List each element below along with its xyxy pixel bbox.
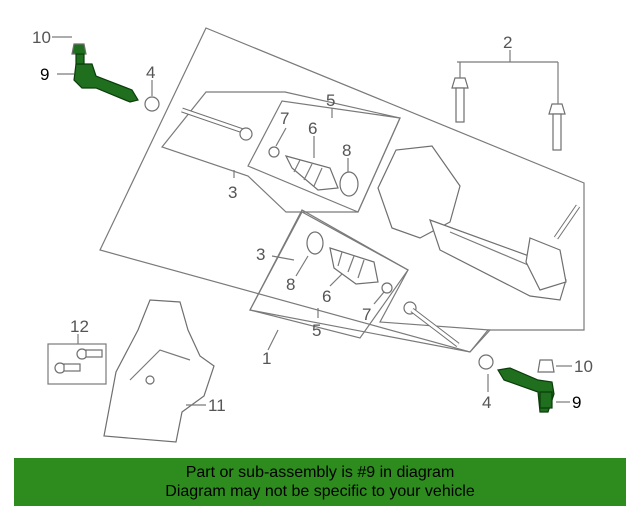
lower-boot-subbox xyxy=(249,211,409,339)
callout-1: 1 xyxy=(262,349,271,368)
callout-3-lower: 3 xyxy=(256,245,265,264)
leader-lines xyxy=(52,36,572,406)
callout-6-upper: 6 xyxy=(308,119,317,138)
heat-shield-bolts xyxy=(47,343,107,385)
lower-boot-box xyxy=(249,209,492,353)
callout-4-lower: 4 xyxy=(482,393,491,412)
info-banner: Part or sub-assembly is #9 in diagram Di… xyxy=(14,458,626,506)
callout-7-lower: 7 xyxy=(362,305,371,324)
callout-2: 2 xyxy=(503,33,512,52)
callout-6-lower: 6 xyxy=(322,287,331,306)
callout-5-upper: 5 xyxy=(326,91,335,110)
callout-10-right: 10 xyxy=(574,357,593,376)
parts-diagram: 1 2 3 3 4 4 5 5 6 6 7 7 8 8 9 9 10 10 11… xyxy=(32,27,593,443)
heat-shield xyxy=(103,299,215,443)
callout-10-left: 10 xyxy=(32,28,51,47)
callout-8-lower: 8 xyxy=(286,275,295,294)
callout-9-left: 9 xyxy=(40,65,49,84)
mounting-bolts xyxy=(451,77,566,151)
callout-3-upper: 3 xyxy=(228,183,237,202)
banner-line-2: Diagram may not be specific to your vehi… xyxy=(165,483,475,500)
banner-line-1: Part or sub-assembly is #9 in diagram xyxy=(185,464,455,481)
upper-inner-tie-rod xyxy=(181,107,253,141)
upper-boot xyxy=(268,146,359,197)
lower-inner-tie-rod xyxy=(403,301,460,347)
steering-gear-housing xyxy=(377,145,581,301)
callout-8-upper: 8 xyxy=(342,141,351,160)
left-outer-tie-rod-end xyxy=(71,43,160,112)
callout-5-lower: 5 xyxy=(312,321,321,340)
upper-boot-subbox xyxy=(247,100,401,213)
callout-12: 12 xyxy=(70,317,89,336)
lower-boot xyxy=(306,231,393,294)
callout-11: 11 xyxy=(208,396,226,415)
callout-7-upper: 7 xyxy=(280,109,289,128)
callout-9-right: 9 xyxy=(572,393,581,412)
callout-4-upper: 4 xyxy=(146,63,155,82)
right-outer-tie-rod-end xyxy=(478,354,555,413)
